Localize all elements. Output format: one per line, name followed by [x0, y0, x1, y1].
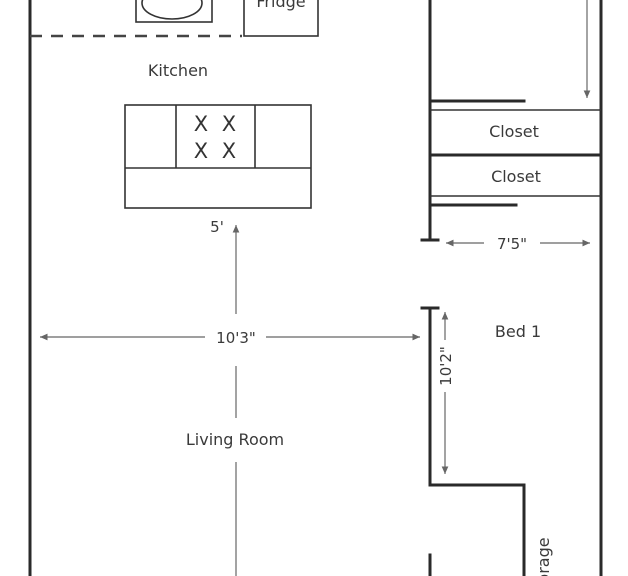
kitchen-depth-dimension: 5' — [210, 218, 224, 236]
burner-icon: X — [194, 139, 208, 163]
bed-width-dimension: 7'5" — [497, 235, 527, 253]
living-room-label: Living Room — [186, 430, 284, 449]
burner-icon: X — [194, 112, 208, 136]
storage-label: Storage — [534, 537, 553, 576]
fridge-label: Fridge — [256, 0, 305, 11]
bed-1-label: Bed 1 — [495, 322, 541, 341]
burner-icon: X — [222, 112, 236, 136]
burner-icon: X — [222, 139, 236, 163]
kitchen-island — [124, 104, 312, 209]
stove: X X X X — [194, 112, 236, 163]
sink-basin — [141, 0, 203, 20]
fridge — [243, 0, 319, 37]
bed-depth-dimension: 10'2" — [437, 346, 455, 386]
living-width-dimension: 10'3" — [216, 329, 256, 347]
kitchen-label: Kitchen — [148, 61, 208, 80]
storage-wall — [428, 483, 526, 576]
sink — [135, 0, 213, 23]
closet-upper-label: Closet — [489, 122, 539, 141]
closet-lower-label: Closet — [491, 167, 541, 186]
